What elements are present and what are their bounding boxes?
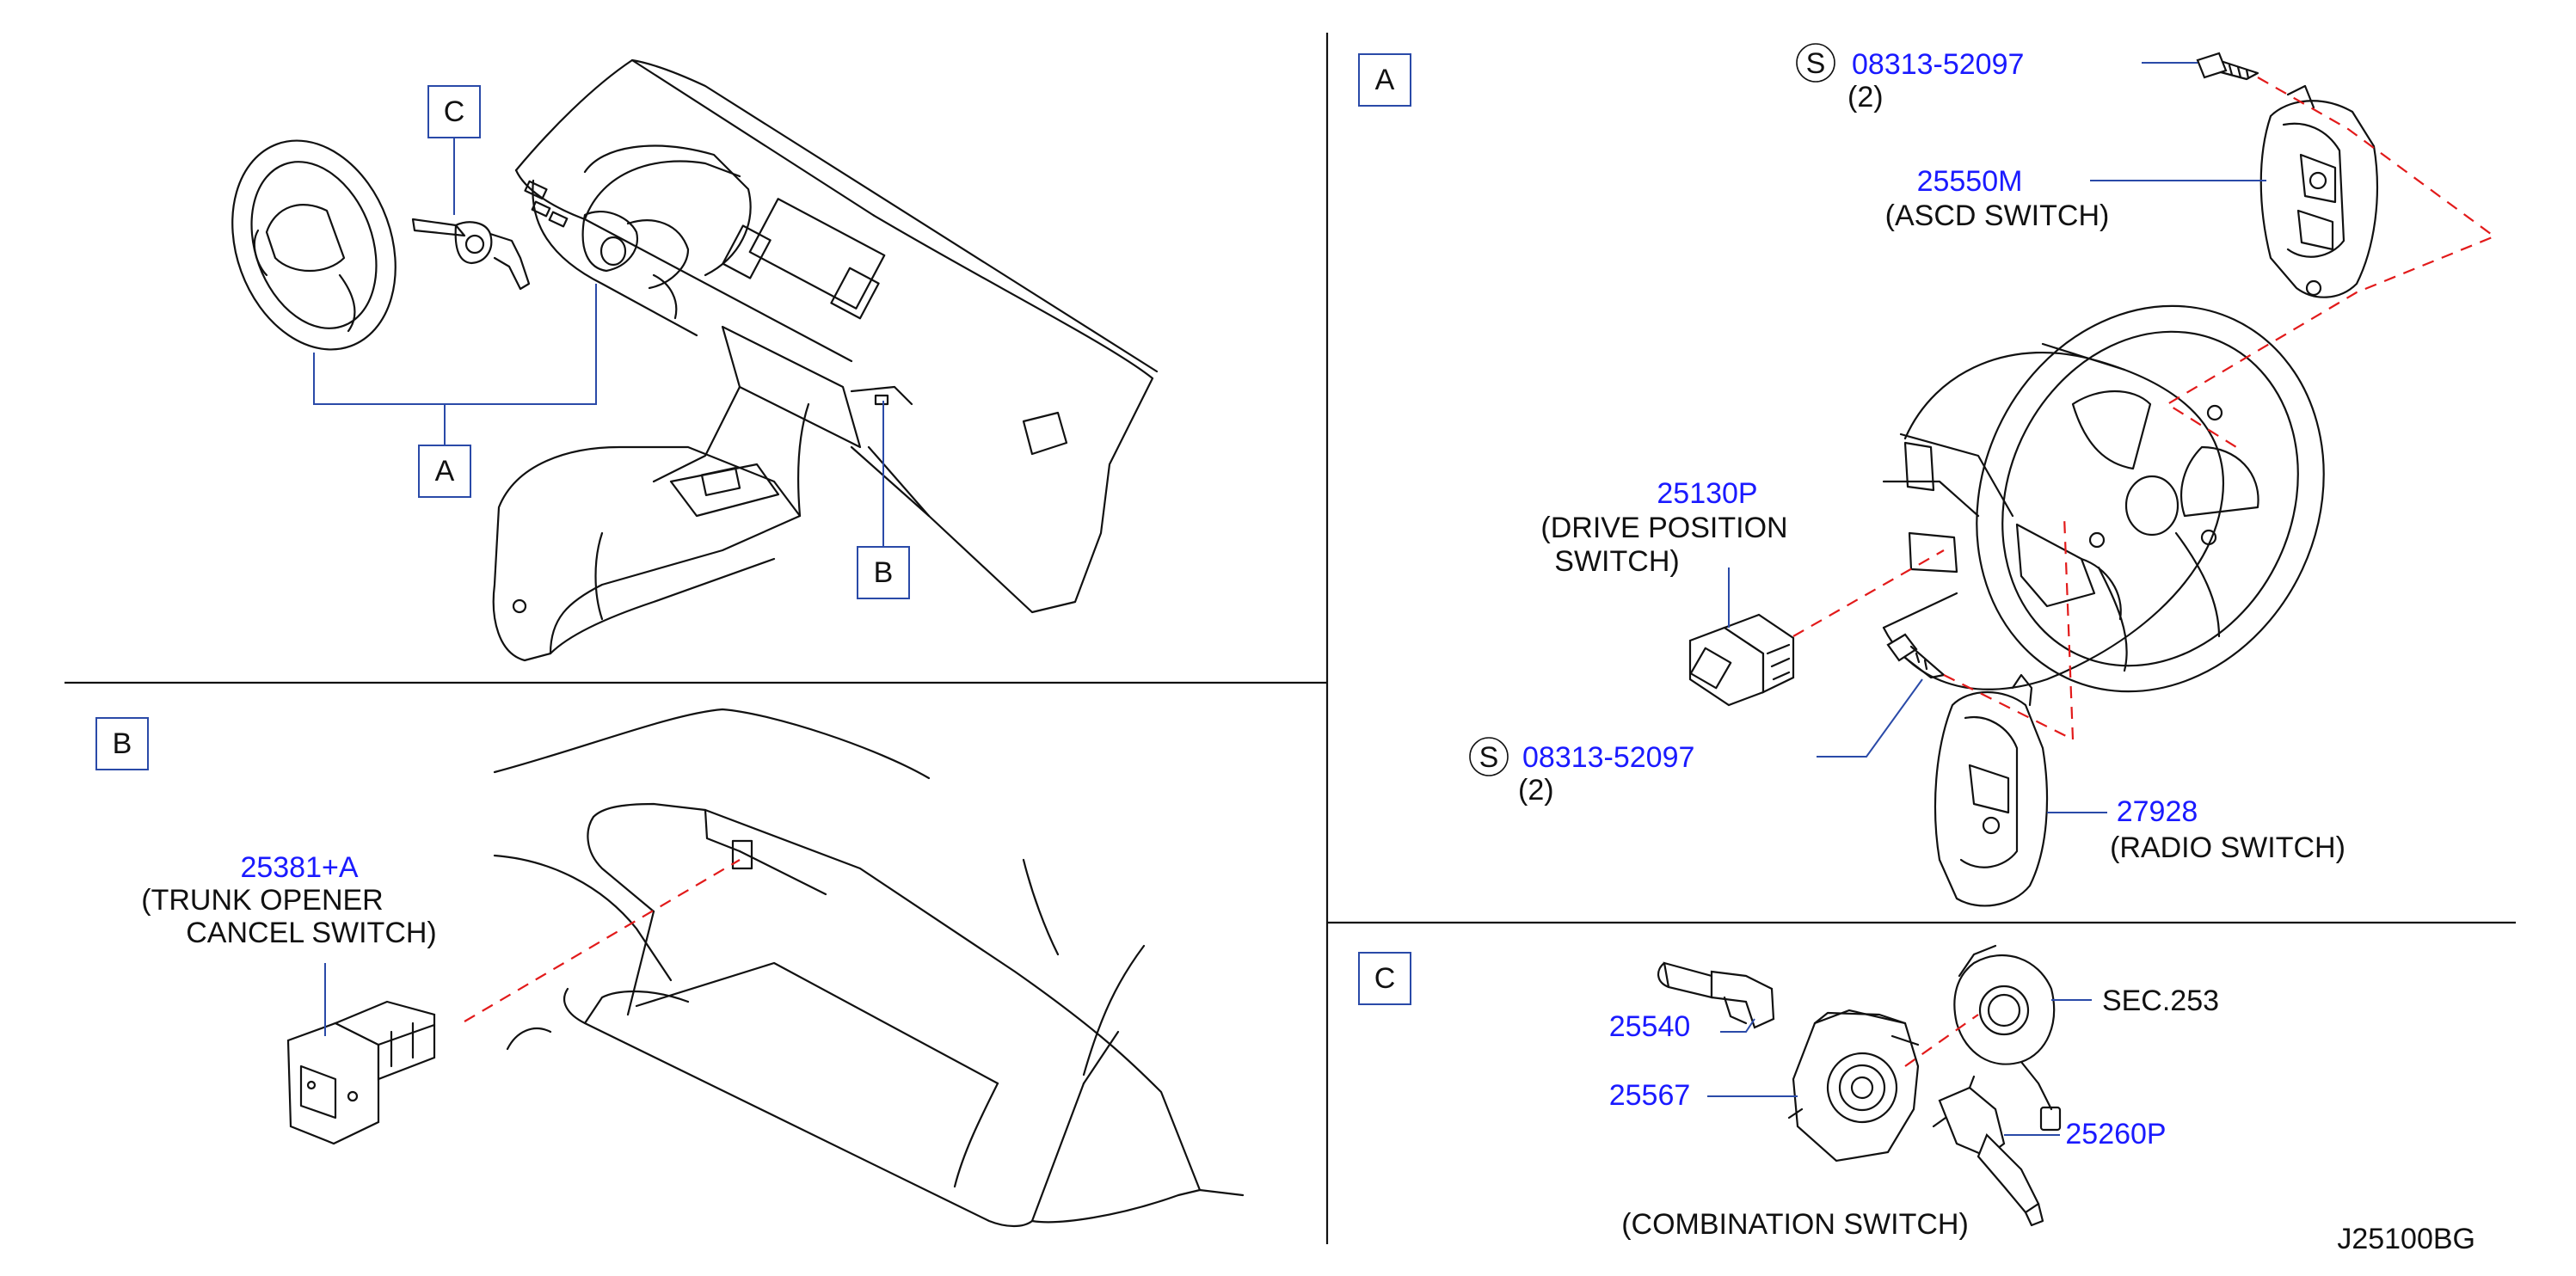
part-25260p xyxy=(1932,1075,2044,1227)
part-25260p-number: 25260P xyxy=(2065,1118,2166,1150)
ascd-screw-callout: S 08313-52097 (2) xyxy=(1796,43,2198,113)
part-25567-number: 25567 xyxy=(1609,1079,1691,1112)
ascd-guide-line xyxy=(2165,77,2497,448)
radio-screw-qty: (2) xyxy=(1518,774,1554,807)
trunk-switch-part-number: 25381+A xyxy=(240,851,358,884)
drive-switch-name-line2: SWITCH) xyxy=(1554,545,1679,578)
part-25540 xyxy=(1657,961,1775,1029)
part-25540-number: 25540 xyxy=(1609,1010,1691,1043)
sec253-spiral-cable xyxy=(1953,944,2062,1132)
overview-callout-a: A xyxy=(313,284,597,498)
radio-screw xyxy=(1886,633,1946,679)
trunk-switch-guide-line xyxy=(464,859,741,1022)
combination-switch-caption: (COMBINATION SWITCH) xyxy=(1621,1208,1969,1241)
drive-switch-callout: 25130P (DRIVE POSITION SWITCH) xyxy=(1540,477,1788,628)
trunk-switch-name-line2: CANCEL SWITCH) xyxy=(186,917,437,949)
trunk-switch-callout: 25381+A (TRUNK OPENER CANCEL SWITCH) xyxy=(141,851,437,1036)
panel-b-label: B xyxy=(95,717,149,770)
radio-screw-callout: S 08313-52097 (2) xyxy=(1469,678,1923,807)
svg-text:C: C xyxy=(444,95,465,128)
overview-callout-c: C xyxy=(427,85,481,215)
radio-guide-line xyxy=(1943,674,2074,740)
svg-text:B: B xyxy=(874,556,894,589)
ascd-screw-part-number: 08313-52097 xyxy=(1852,48,2024,81)
svg-text:A: A xyxy=(435,455,455,488)
radio-switch xyxy=(1934,673,2049,907)
drive-switch-name-line1: (DRIVE POSITION xyxy=(1540,512,1787,544)
ascd-switch xyxy=(2259,84,2378,298)
drive-switch-part-number: 25130P xyxy=(1657,477,1757,510)
drive-position-switch xyxy=(1688,613,1795,707)
radio-switch-part-number: 27928 xyxy=(2117,795,2198,828)
panel-c-callouts: 25540 25567 SEC.253 25260P (COMBINATION … xyxy=(1609,985,2219,1241)
ascd-screw xyxy=(2196,52,2259,81)
overview-dashboard-illustration xyxy=(492,58,1159,662)
trunk-switch-name-line1: (TRUNK OPENER xyxy=(141,884,383,917)
combination-switch-icon xyxy=(411,218,531,291)
drive-switch-guide-line xyxy=(1792,549,1945,637)
glovebox-illustration xyxy=(493,708,1245,1228)
ascd-switch-callout: 25550M (ASCD SWITCH) xyxy=(1885,165,2266,232)
radio-switch-callout: 27928 (RADIO SWITCH) xyxy=(2047,795,2345,864)
trunk-opener-cancel-switch xyxy=(286,1000,436,1145)
ascd-switch-name: (ASCD SWITCH) xyxy=(1885,199,2110,232)
panel-c-label: C xyxy=(1358,952,1411,1005)
part-25567 xyxy=(1787,1009,1920,1163)
sec253-label: SEC.253 xyxy=(2102,985,2219,1017)
radio-switch-name: (RADIO SWITCH) xyxy=(2110,831,2345,864)
radio-guide-line-2 xyxy=(2063,515,2075,740)
panel-a-label: A xyxy=(1358,53,1411,107)
radio-screw-part-number: 08313-52097 xyxy=(1522,741,1694,774)
svg-text:A: A xyxy=(1375,64,1395,96)
ascd-switch-part-number: 25550M xyxy=(1917,165,2023,198)
steering-wheel-icon xyxy=(231,139,397,351)
diagram-code: J25100BG xyxy=(2337,1223,2475,1255)
svg-text:B: B xyxy=(113,727,132,760)
panel-c-guide-lines xyxy=(1904,1014,1979,1067)
panel-dividers xyxy=(65,33,2516,1244)
overview-callout-b: B xyxy=(857,401,910,599)
ascd-screw-qty: (2) xyxy=(1847,81,1884,113)
radio-screw-symbol: S xyxy=(1479,741,1499,774)
svg-text:C: C xyxy=(1374,962,1396,995)
steering-wheel-assembly xyxy=(1882,304,2325,693)
ascd-screw-symbol: S xyxy=(1806,47,1826,80)
